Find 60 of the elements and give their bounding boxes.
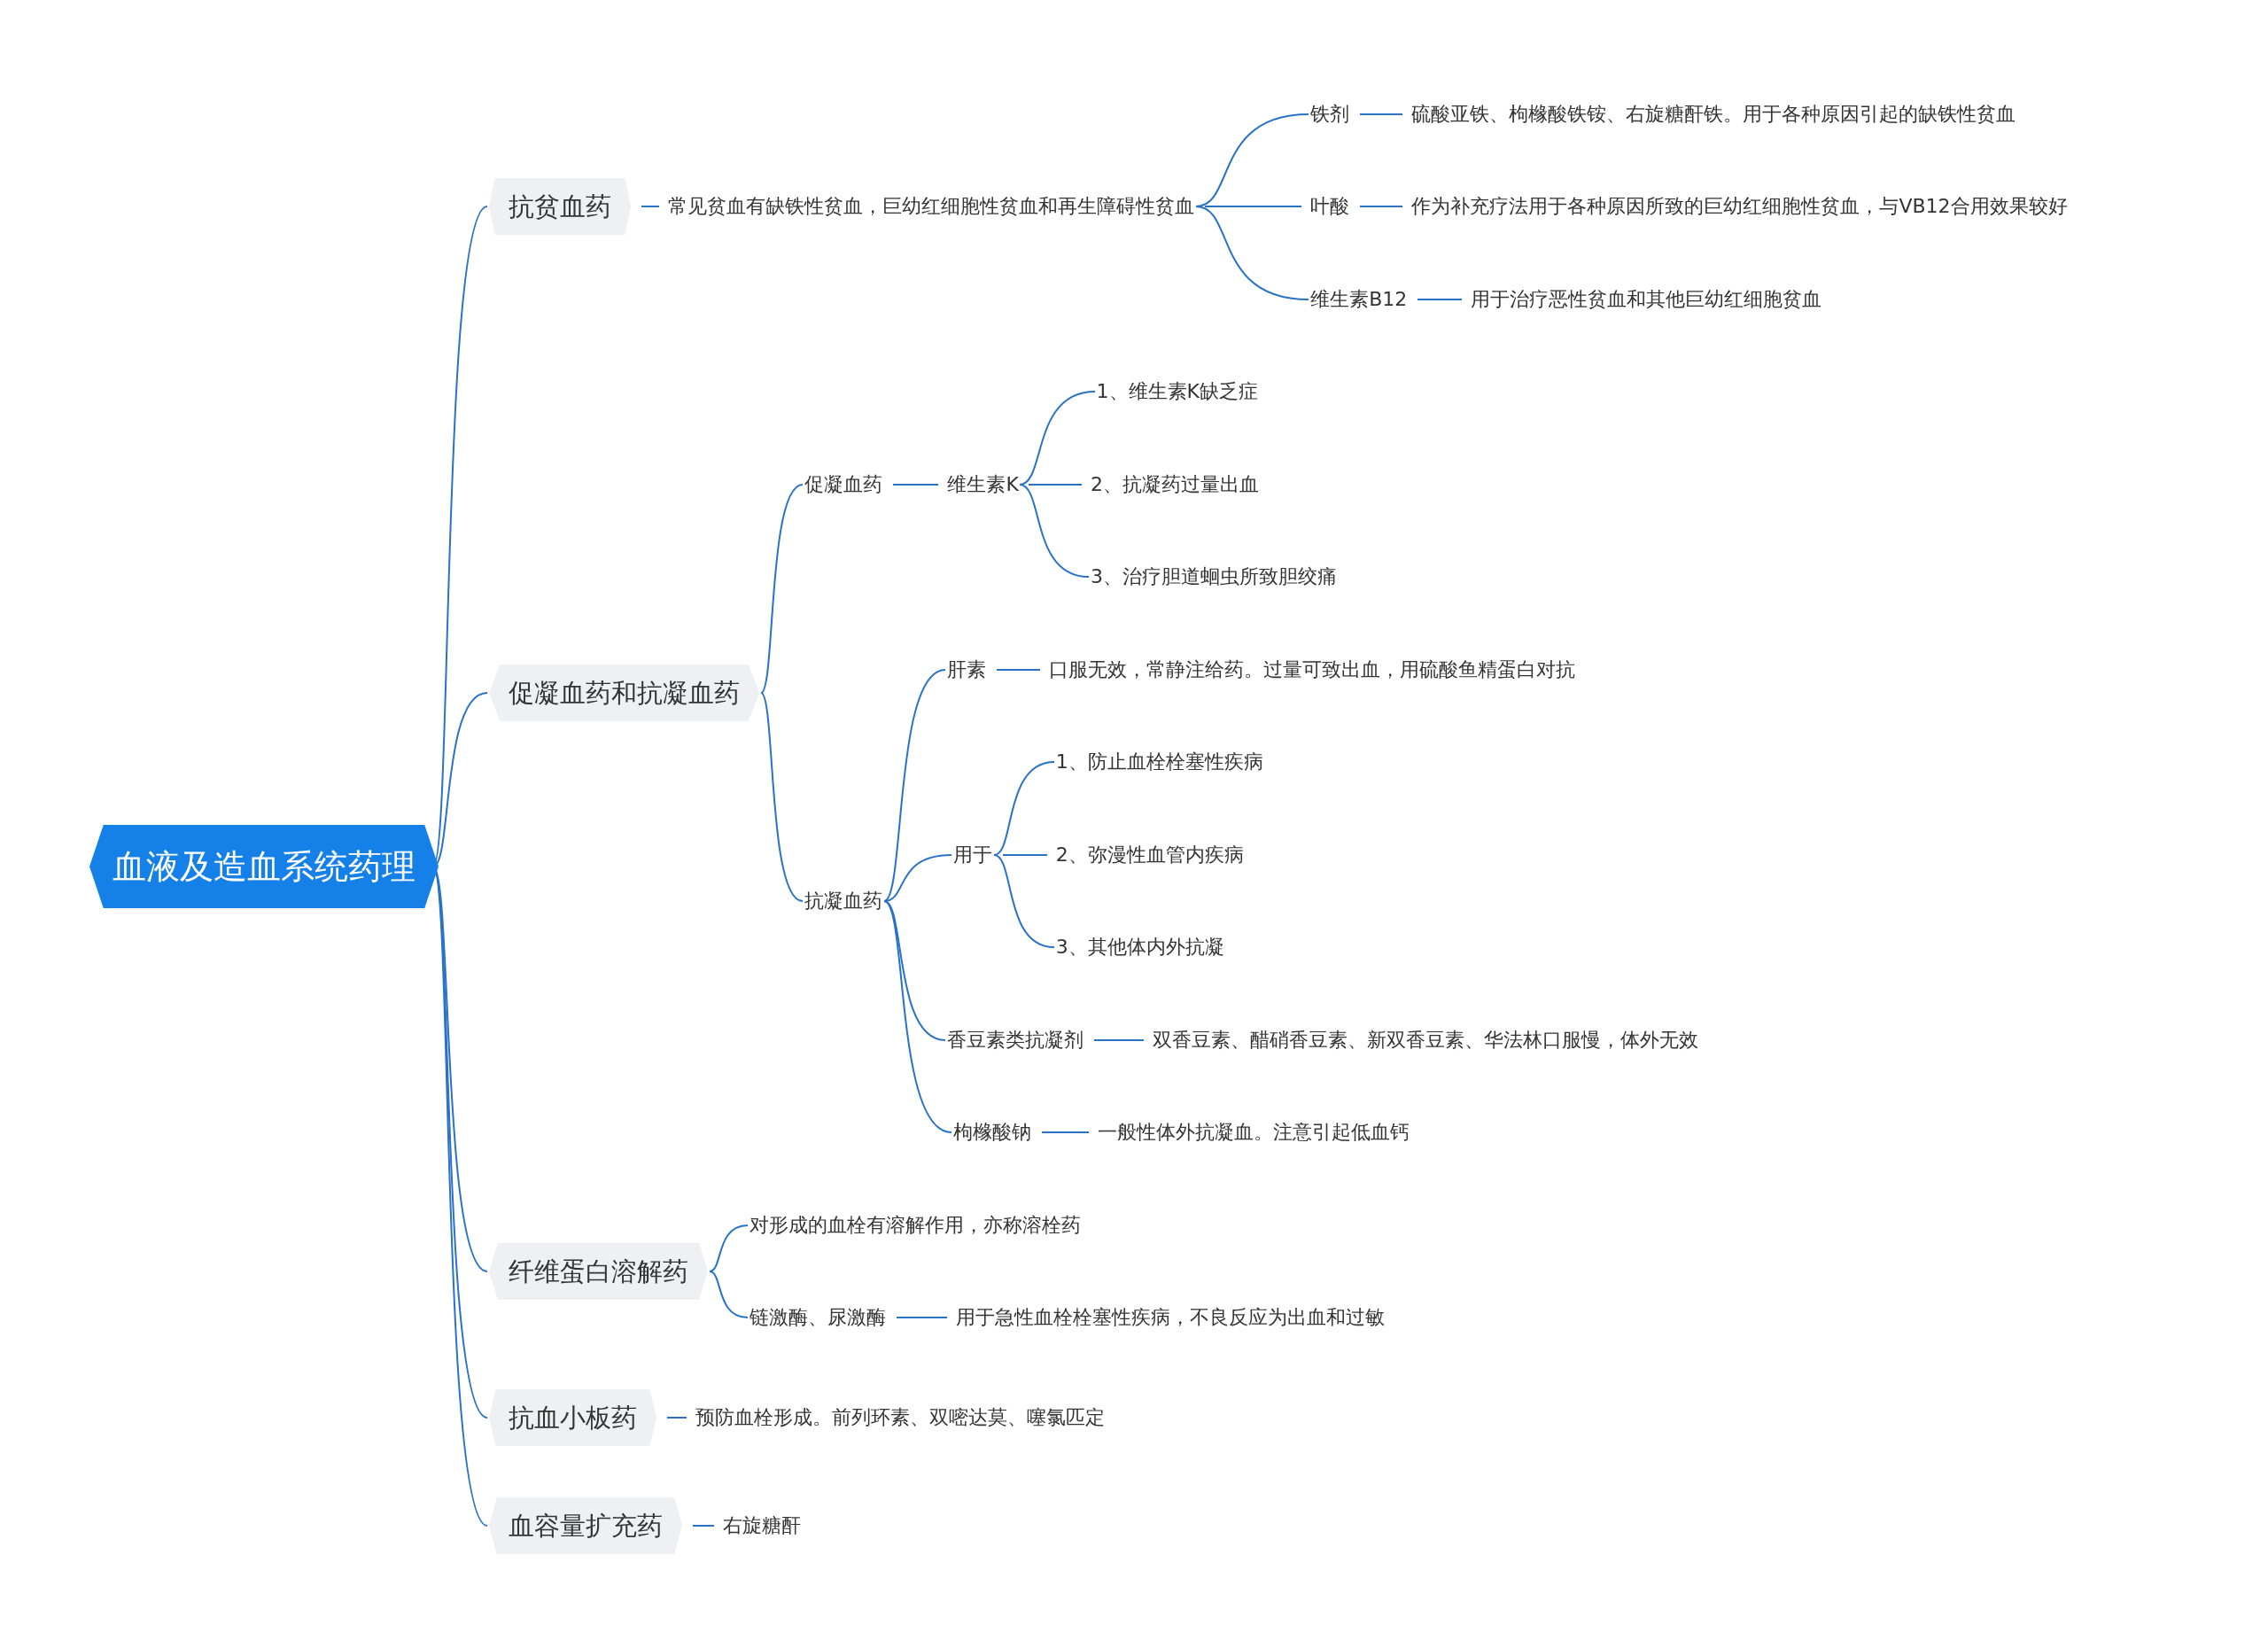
- topic-box: 纤维蛋白溶解药: [488, 1243, 708, 1301]
- topic-text: 1、维生素K缺乏症: [1096, 378, 1258, 406]
- connector-line: [892, 484, 939, 486]
- connector-line: [1359, 206, 1403, 207]
- topic-text: 口服无效，常静注给药。过量可致出血，用硫酸鱼精蛋白对抗: [1048, 656, 1575, 683]
- topic-text: 作为补充疗法用于各种原因所致的巨幼红细胞性贫血，与VB12合用效果较好: [1411, 193, 2068, 221]
- connector-line: [709, 1271, 749, 1318]
- topic-text: 一般性体外抗凝血。注意引起低血钙: [1098, 1119, 1410, 1147]
- topic-text: 1、防止血栓栓塞性疾病: [1055, 749, 1263, 776]
- topic-text: 维生素B12: [1310, 285, 1408, 313]
- connector-line: [760, 484, 804, 694]
- connector-line: [883, 854, 952, 902]
- topic-text: 2、抗凝药过量出血: [1091, 470, 1259, 498]
- connector-line: [641, 206, 660, 207]
- topic-text: 枸橼酸钠: [952, 1119, 1031, 1147]
- topic-text: 抗凝血药: [804, 888, 882, 915]
- topic-text: 3、治疗胆道蛔虫所致胆绞痛: [1091, 564, 1337, 591]
- topic-text: 用于急性血栓栓塞性疾病，不良反应为出血和过敏: [956, 1304, 1386, 1332]
- topic-text: 右旋糖酐: [723, 1512, 802, 1540]
- connector-line: [760, 692, 804, 902]
- central-topic: 血液及造血系统药理: [89, 824, 439, 908]
- topic-text: 3、其他体内外抗凝: [1055, 934, 1224, 961]
- connector-line: [692, 1525, 715, 1527]
- connector-line: [996, 669, 1041, 671]
- topic-text: 对形成的血栓有溶解作用，亦称溶栓药: [749, 1211, 1081, 1239]
- topic-text: 肝素: [947, 656, 987, 683]
- connector-line: [883, 900, 952, 1133]
- topic-box: 促凝血药和抗凝血药: [488, 665, 759, 722]
- topic-text: 叶酸: [1310, 193, 1350, 221]
- topic-text: 香豆素类抗凝剂: [947, 1026, 1084, 1053]
- connector-line: [709, 1224, 749, 1272]
- connector-line: [883, 900, 946, 1041]
- topic-text: 维生素K: [947, 470, 1019, 498]
- connector-line: [666, 1417, 687, 1419]
- topic-text: 常见贫血有缺铁性贫血，巨幼红细胞性贫血和再生障碍性贫血: [668, 193, 1195, 221]
- connector-line: [993, 854, 1055, 948]
- connector-line: [883, 669, 946, 902]
- connector-line: [1195, 206, 1309, 300]
- connector-line: [993, 761, 1055, 856]
- connector-line: [1041, 1131, 1090, 1133]
- topic-text: 用于: [952, 841, 992, 868]
- connector-line: [1028, 484, 1083, 486]
- topic-text: 促凝血药: [804, 470, 882, 498]
- topic-text: 双香豆素、醋硝香豆素、新双香豆素、华法林口服慢，体外无效: [1153, 1026, 1699, 1053]
- topic-box: 抗血小板药: [488, 1389, 656, 1446]
- topic-text: 铁剂: [1310, 100, 1350, 128]
- connector-line: [1204, 206, 1302, 207]
- topic-text: 2、弥漫性血管内疾病: [1055, 841, 1244, 868]
- topic-text: 预防血栓形成。前列环素、双嘧达莫、噻氯匹定: [695, 1404, 1106, 1431]
- connector-line: [1093, 1039, 1145, 1041]
- connector-line: [1417, 299, 1463, 300]
- connector-line: [896, 1317, 948, 1318]
- connector-line: [1019, 484, 1090, 578]
- connector-line: [1002, 854, 1048, 856]
- topic-text: 用于治疗恶性贫血和其他巨幼红细胞贫血: [1471, 285, 1822, 313]
- topic-box: 抗贫血药: [488, 178, 631, 236]
- topic-text: 链激酶、尿激酶: [749, 1304, 886, 1332]
- topic-box: 血容量扩充药: [488, 1497, 682, 1555]
- connector-line: [1359, 113, 1403, 115]
- topic-text: 硫酸亚铁、枸橼酸铁铵、右旋糖酐铁。用于各种原因引起的缺铁性贫血: [1411, 100, 2016, 128]
